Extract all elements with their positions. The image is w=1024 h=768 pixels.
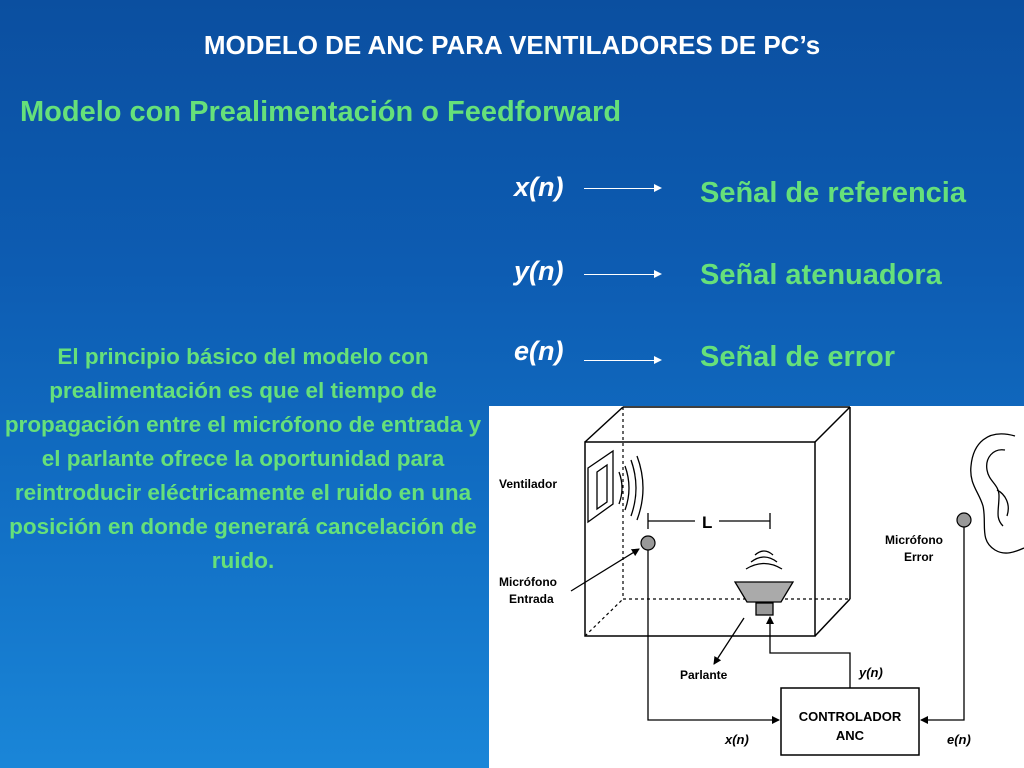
fan-icon [587, 449, 644, 524]
input-microphone-icon [640, 535, 656, 551]
y-signal-label: y(n) [858, 665, 883, 680]
signal-desc-error: Señal de error [700, 341, 896, 373]
enclosure-box [584, 406, 851, 637]
signal-desc-reference: Señal de referencia [700, 177, 966, 209]
e-signal-wire [920, 527, 965, 724]
x-signal-wire [647, 550, 780, 724]
slide-subtitle: Modelo con Prealimentación o Feedforward [20, 96, 622, 128]
error-microphone-icon [956, 512, 972, 528]
signal-symbol-y: y(n) [514, 256, 564, 286]
arrow-right-icon [584, 356, 662, 364]
distance-marker [647, 513, 771, 529]
ear-icon [970, 433, 1024, 554]
y-signal-wire [766, 616, 851, 688]
speaker-label: Parlante [680, 668, 728, 682]
arrow-right-icon [584, 270, 662, 278]
mic-error-label-line2: Error [904, 550, 934, 564]
anc-diagram: Ventilador Micrófono Entrada L Parlante … [489, 406, 1024, 768]
anc-controller-box [780, 687, 920, 756]
mic-input-pointer [570, 548, 640, 592]
x-signal-label: x(n) [724, 732, 749, 747]
enclosure-hidden-edges [584, 407, 850, 637]
fan-label: Ventilador [499, 477, 557, 491]
speaker-pointer [713, 617, 745, 665]
signal-symbol-x: x(n) [514, 172, 564, 202]
slide-title: MODELO DE ANC PARA VENTILADORES DE PC’s [203, 30, 821, 60]
arrow-right-icon [584, 184, 662, 192]
mic-input-label-line1: Micrófono [499, 575, 557, 589]
distance-label: L [702, 513, 712, 532]
mic-input-label-line2: Entrada [509, 592, 554, 606]
mic-error-label-line1: Micrófono [885, 533, 943, 547]
explanation-paragraph: El principio básico del modelo con preal… [4, 344, 482, 573]
speaker-icon [733, 550, 795, 616]
controller-label-line2: ANC [836, 728, 865, 743]
signal-desc-attenuating: Señal atenuadora [700, 259, 942, 291]
e-signal-label: e(n) [947, 732, 971, 747]
controller-label-line1: CONTROLADOR [799, 709, 902, 724]
signal-symbol-e: e(n) [514, 336, 564, 366]
